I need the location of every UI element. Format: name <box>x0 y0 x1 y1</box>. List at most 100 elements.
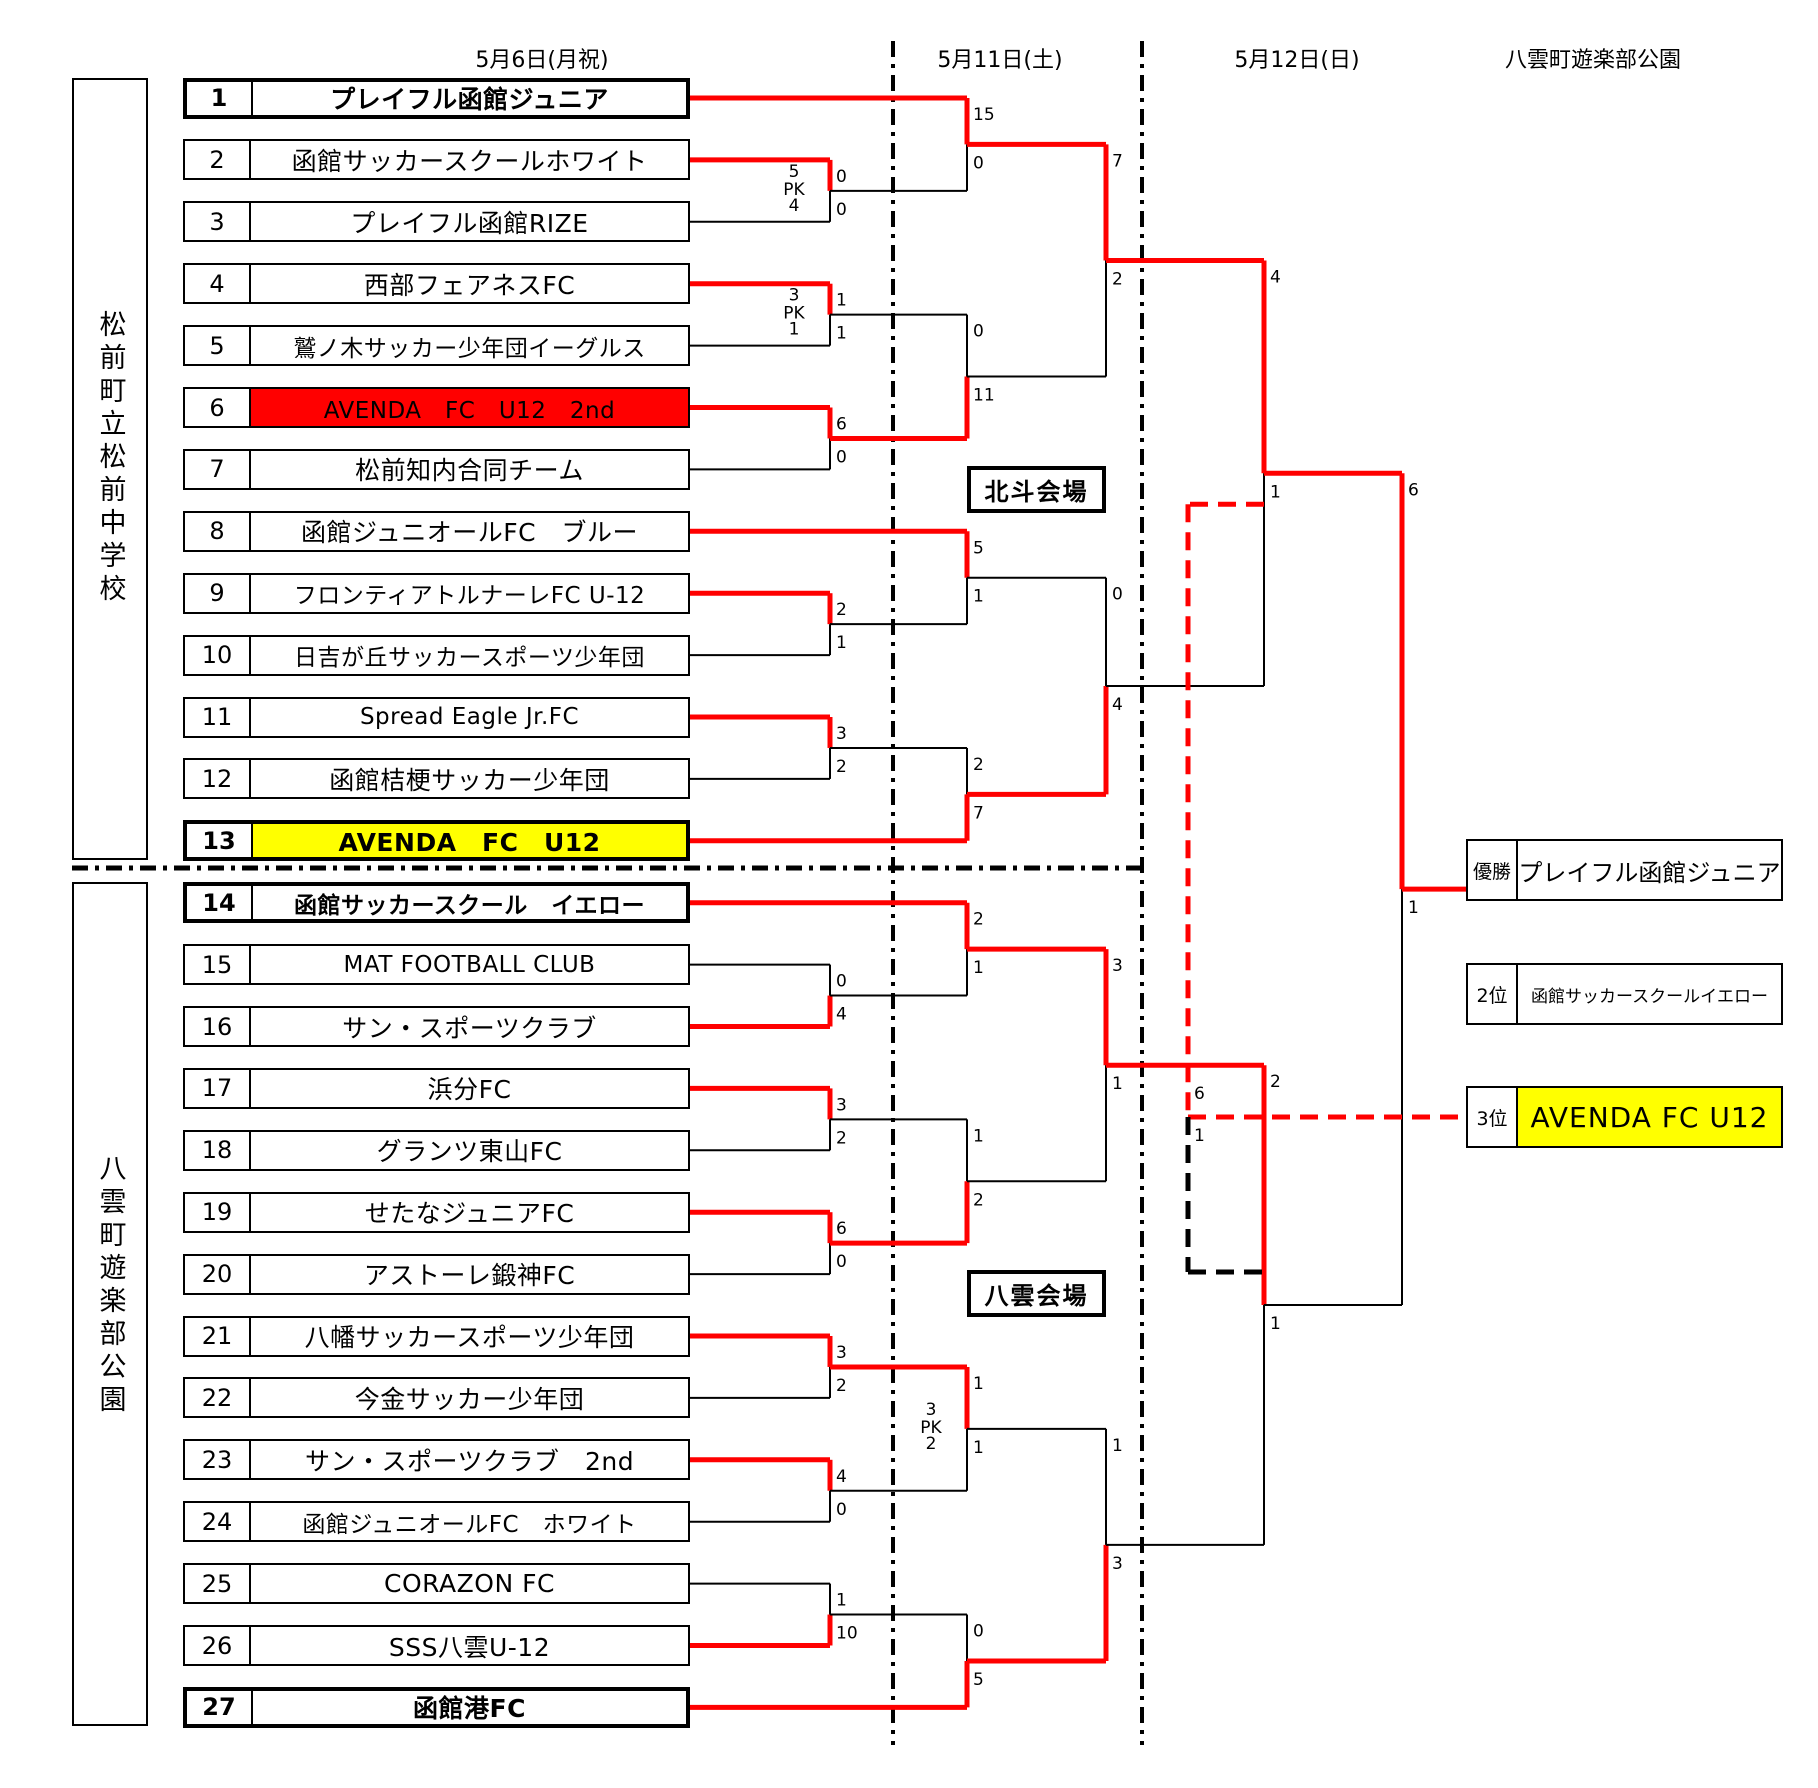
team-name: 函館ジュニオールFC ホワイト <box>302 1511 637 1538</box>
score-bottom: 2 <box>973 1190 984 1210</box>
team-number: 26 <box>185 1627 251 1664</box>
team-name: 函館桔梗サッカー少年団 <box>329 765 610 795</box>
team-number: 1 <box>187 81 253 115</box>
venue-tag-hokuto: 北斗会場 <box>967 466 1106 513</box>
team-row: 25 CORAZON FC <box>183 1563 690 1605</box>
venue-side-label: 八雲町遊楽部公園 <box>94 1154 126 1418</box>
pk-score-top: 3 <box>789 286 800 306</box>
score-top: 1 <box>836 1591 847 1611</box>
score-top: 4 <box>1270 267 1281 287</box>
team-name: サン・スポーツクラブ 2nd <box>304 1446 635 1476</box>
team-number: 19 <box>185 1193 251 1231</box>
score-bottom: 0 <box>836 1500 847 1520</box>
score-bottom: 2 <box>836 757 847 777</box>
team-name: 今金サッカー少年団 <box>354 1384 585 1414</box>
pk-score-top: 3 <box>926 1400 937 1420</box>
score-top: 1 <box>973 1374 984 1394</box>
header-round3-date: 5月12日(日) <box>1234 48 1360 73</box>
team-number: 18 <box>185 1131 251 1169</box>
score-top: 3 <box>836 1095 847 1115</box>
score-bottom: 10 <box>836 1624 858 1644</box>
score-bottom: 4 <box>1112 695 1123 715</box>
team-number: 13 <box>187 824 253 858</box>
team-name: 日吉が丘サッカースポーツ少年団 <box>294 645 645 672</box>
header-round2-date: 5月11日(土) <box>937 48 1063 73</box>
team-row: 1 プレイフル函館ジュニア <box>183 77 690 119</box>
team-row: 2 函館サッカースクールホワイト <box>183 139 690 181</box>
team-name: プレイフル函館RIZE <box>350 208 589 238</box>
team-name: CORAZON FC <box>384 1569 555 1599</box>
score-top: 5 <box>973 538 984 558</box>
score-top: 0 <box>836 972 847 992</box>
score-bottom: 1 <box>1408 898 1419 918</box>
team-number: 25 <box>185 1565 251 1603</box>
score-top: 3 <box>836 1343 847 1363</box>
score-top: 1 <box>836 291 847 311</box>
score-bottom: 1 <box>973 587 984 607</box>
team-number: 21 <box>185 1317 251 1355</box>
team-name: 函館港FC <box>413 1694 526 1724</box>
team-number: 17 <box>185 1069 251 1107</box>
team-row: 17 浜分FC <box>183 1067 690 1109</box>
result-runner-up: 2位 函館サッカースクールイエロー <box>1466 963 1783 1025</box>
venue-side-yakumo: 八雲町遊楽部公園 <box>72 882 148 1726</box>
result-team-name: プレイフル函館ジュニア <box>1518 858 1781 887</box>
header-round1-date: 5月6日(月祝) <box>475 48 609 73</box>
score-top: 2 <box>1270 1072 1281 1092</box>
score-top: 1 <box>1112 1436 1123 1456</box>
venue-side-label: 松前町立松前中学校 <box>94 310 126 607</box>
score-top: 2 <box>973 755 984 775</box>
team-name: 浜分FC <box>427 1075 512 1105</box>
team-name: フロンティアトルナーレFC U-12 <box>293 583 646 610</box>
team-number: 24 <box>185 1503 251 1541</box>
score-top: 0 <box>1112 585 1123 605</box>
team-number: 12 <box>185 760 251 798</box>
score-bottom: 11 <box>973 386 995 406</box>
team-name: AVENDA FC U12 <box>253 824 686 858</box>
team-number: 3 <box>185 203 251 241</box>
score-top: 0 <box>836 167 847 187</box>
team-row: 8 函館ジュニオールFC ブルー <box>183 510 690 552</box>
pk-score-top: 5 <box>789 162 800 182</box>
team-number: 10 <box>185 636 251 674</box>
team-name: 鷲ノ木サッカー少年団イーグルス <box>293 335 646 362</box>
team-name: プレイフル函館ジュニア <box>330 85 609 114</box>
score-bottom: 1 <box>836 324 847 344</box>
score-bottom: 1 <box>1270 482 1281 502</box>
score-bottom: 7 <box>973 803 984 823</box>
team-row: 3 プレイフル函館RIZE <box>183 201 690 243</box>
pk-score-bottom: 4 <box>789 196 800 216</box>
team-number: 14 <box>187 886 253 920</box>
team-row: 12 函館桔梗サッカー少年団 <box>183 758 690 800</box>
team-name: 西部フェアネスFC <box>363 270 576 300</box>
team-row: 10 日吉が丘サッカースポーツ少年団 <box>183 634 690 676</box>
team-number: 27 <box>187 1690 253 1724</box>
score-bottom: 2 <box>836 1376 847 1396</box>
team-number: 16 <box>185 1008 251 1045</box>
score-top: 4 <box>836 1467 847 1487</box>
team-row: 27 函館港FC <box>183 1686 690 1728</box>
score-top: 0 <box>973 322 984 342</box>
team-number: 11 <box>185 698 251 736</box>
team-name: 函館サッカースクールホワイト <box>291 146 648 176</box>
team-number: 2 <box>185 141 251 179</box>
score-top: 0 <box>973 1622 984 1642</box>
score-top: 1 <box>973 1126 984 1146</box>
team-number: 5 <box>185 327 251 365</box>
score-bottom: 5 <box>973 1670 984 1690</box>
team-number: 8 <box>185 512 251 550</box>
team-name: 函館ジュニオールFC ブルー <box>300 518 639 548</box>
score-bottom: 2 <box>836 1128 847 1148</box>
team-number: 7 <box>185 450 251 488</box>
score-bottom: 1 <box>1112 1074 1123 1094</box>
pk-score-bottom: 1 <box>789 320 800 340</box>
